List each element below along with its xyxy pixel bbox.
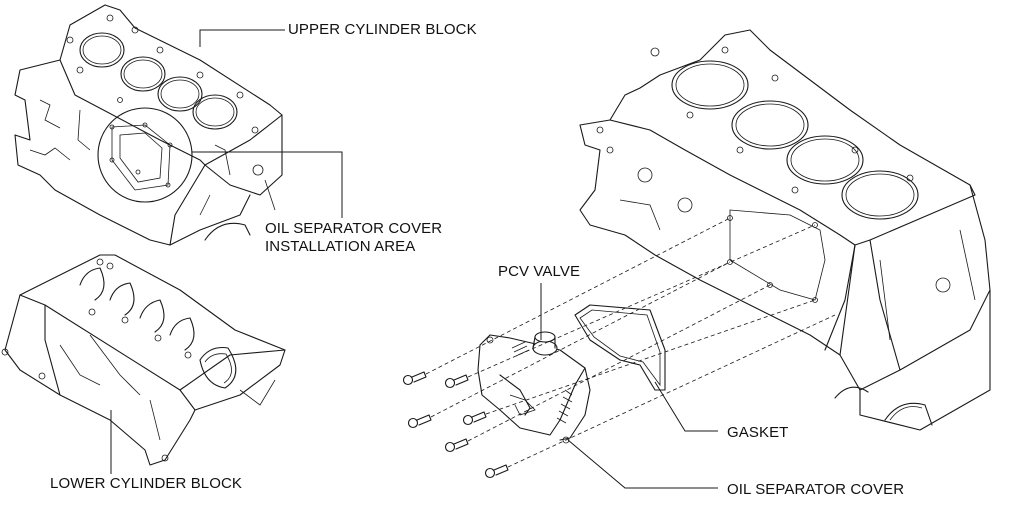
label-upper-cylinder-block: UPPER CYLINDER BLOCK	[288, 21, 477, 38]
label-lower-cylinder-block: LOWER CYLINDER BLOCK	[50, 475, 243, 492]
pcv-valve	[532, 331, 558, 356]
bolt	[444, 438, 469, 453]
bolt	[402, 371, 427, 386]
bolt	[462, 411, 487, 426]
bolt	[484, 464, 509, 479]
label-oil-separator-cover-installation-area-line2: INSTALLATION AREA	[265, 238, 416, 255]
bolts	[402, 371, 509, 479]
gasket	[574, 304, 666, 391]
leader-upper-cylinder-block	[199, 29, 285, 47]
label-oil-separator-cover: OIL SEPARATOR COVER	[727, 481, 905, 498]
bolt	[444, 374, 469, 389]
label-pcv-valve: PCV VALVE	[498, 263, 581, 280]
bolt	[407, 414, 432, 429]
lower-cylinder-block	[1, 254, 286, 466]
upper-cylinder-block	[14, 4, 283, 246]
leader-gasket	[654, 381, 718, 432]
oil-separator-cover	[477, 334, 591, 444]
label-gasket: GASKET	[727, 424, 789, 441]
main-cylinder-block	[579, 29, 991, 431]
label-oil-separator-cover-installation-area-line1: OIL SEPARATOR COVER	[265, 220, 443, 237]
assembly-alignment-lines	[425, 217, 836, 468]
leader-oil-separator-cover	[567, 439, 718, 489]
leader-oil-separator-cover-installation-area	[192, 151, 343, 218]
